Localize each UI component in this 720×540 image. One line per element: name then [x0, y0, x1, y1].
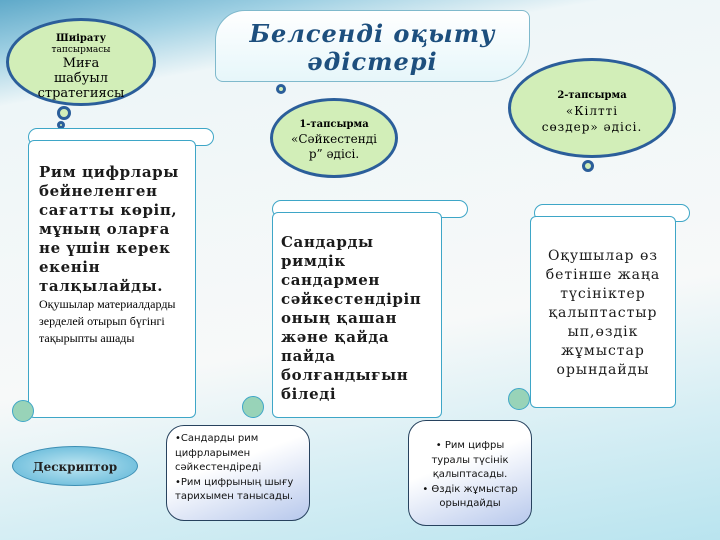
scroll-text: Оқушылар материалдарды зерделей отырып б…	[39, 297, 176, 345]
scroll-text-bold: Сандарды римдік сандармен сәйкестендіріп…	[281, 233, 422, 403]
cloud-text: р” әдісі.	[308, 147, 360, 161]
title-line-1: Белсенді оқыту	[249, 19, 496, 48]
cloud-text: стратегиясы	[37, 86, 125, 101]
descriptor-text: Дескриптор	[32, 460, 118, 474]
thought-cloud-task2: 2-тапсырма «Кілтті сөздер» әдісі.	[508, 58, 676, 158]
scroll-curl	[508, 388, 530, 410]
scroll-text-bold: Рим цифрлары бейнеленген сағатты көріп, …	[39, 163, 179, 295]
descriptor-item: • Өздік жұмыстар орындайды	[422, 483, 518, 510]
descriptor-item: •Рим цифрының шығу тарихымен танысады.	[175, 476, 294, 503]
cloud-bubble	[276, 84, 286, 94]
thought-cloud-task1: 1-тапсырма «Сәйкестенді р” әдісі.	[270, 98, 398, 178]
scroll-curl	[242, 396, 264, 418]
descriptor-label: Дескриптор	[12, 446, 138, 486]
scroll-left: Рим цифрлары бейнеленген сағатты көріп, …	[28, 140, 196, 418]
descriptor-box-task2: • Рим цифры туралы түсінік қалыптасады. …	[408, 420, 532, 526]
descriptor-box-task1: •Сандарды рим цифрларымен сәйкестендіред…	[166, 425, 310, 521]
thought-cloud-warmup: Шиірату тапсырмасы Миға шабуыл стратегия…	[6, 18, 156, 106]
title-line-2: әдістері	[307, 47, 438, 76]
slide-title: Белсенді оқыту әдістері	[215, 10, 530, 82]
cloud-text: «Сәйкестенді	[291, 132, 377, 146]
cloud-text: тапсырмасы	[51, 45, 111, 55]
descriptor-item: •Сандарды рим цифрларымен сәйкестендіред…	[175, 433, 262, 473]
cloud-text: Шиірату	[56, 33, 106, 44]
scroll-text: Оқушылар өз бетінше жаңа түсініктер қалы…	[545, 248, 661, 378]
cloud-text: шабуыл	[54, 71, 108, 86]
cloud-text: сөздер» әдісі.	[541, 120, 643, 134]
cloud-text: 2-тапсырма	[557, 90, 627, 101]
scroll-curl	[12, 400, 34, 422]
cloud-bubble	[57, 106, 71, 120]
cloud-text: «Кілтті	[565, 104, 619, 118]
cloud-text: Миға	[62, 56, 100, 71]
scroll-right: Оқушылар өз бетінше жаңа түсініктер қалы…	[530, 216, 676, 408]
scroll-middle: Сандарды римдік сандармен сәйкестендіріп…	[272, 212, 442, 418]
descriptor-item: • Рим цифры туралы түсінік қалыптасады.	[431, 440, 509, 480]
cloud-text: 1-тапсырма	[299, 119, 369, 130]
cloud-bubble	[57, 121, 65, 129]
cloud-bubble	[582, 160, 594, 172]
